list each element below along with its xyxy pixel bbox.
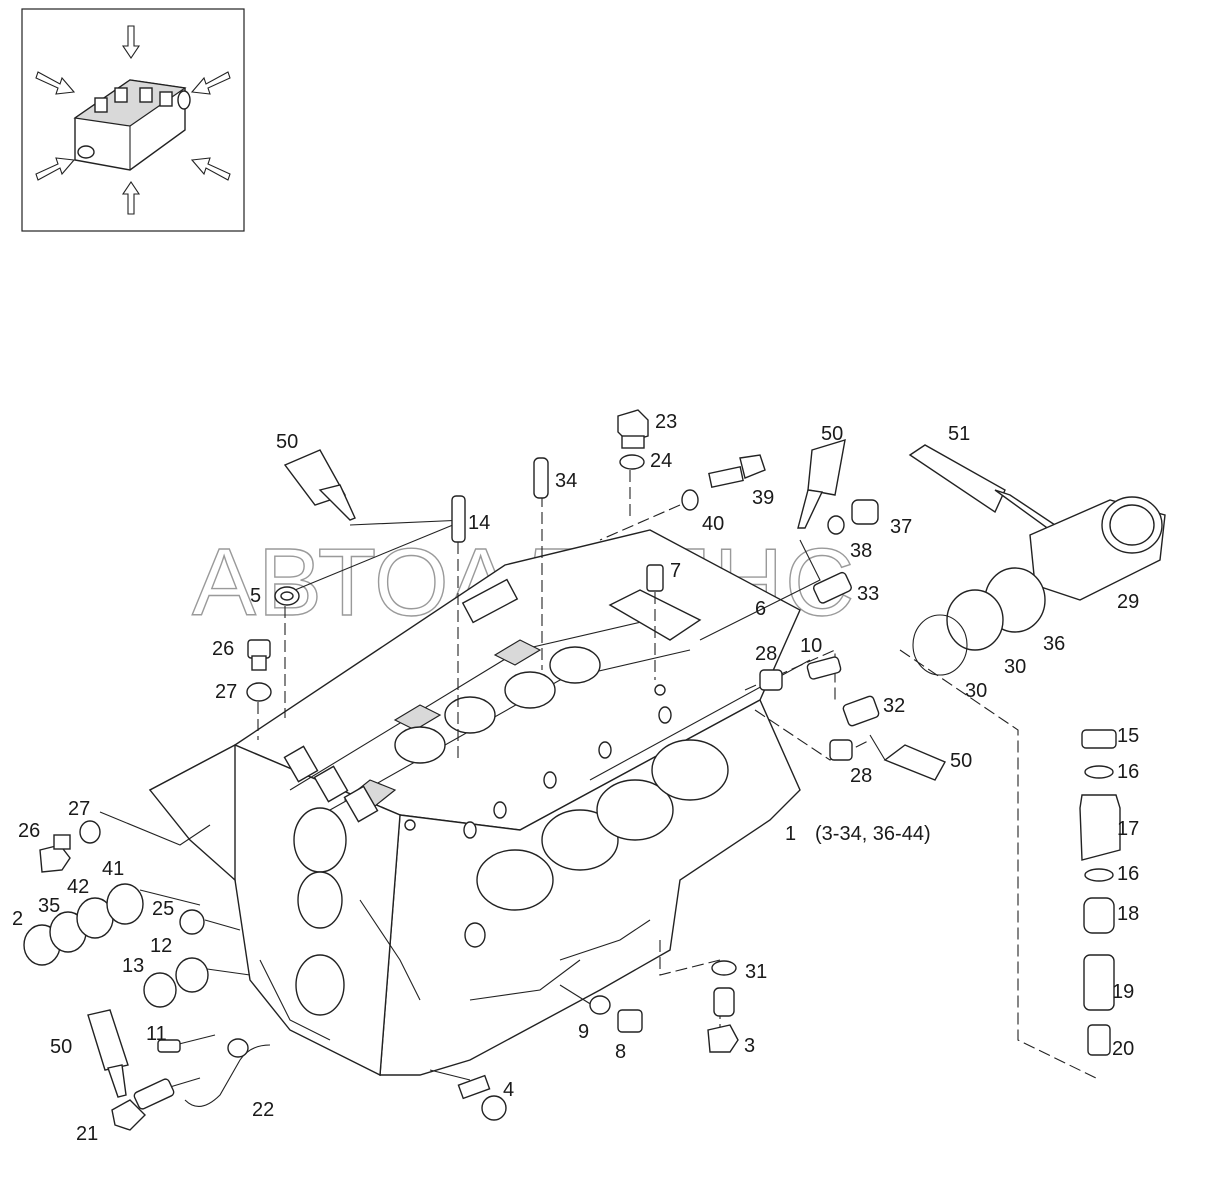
callout-31: 31 [745,961,767,983]
callout-50a: 50 [276,431,298,453]
callout-23: 23 [655,411,677,433]
callout-21: 21 [76,1123,98,1145]
callout-2: 2 [12,908,23,930]
callout-41: 41 [102,858,124,880]
callout-26a: 26 [212,638,234,660]
callout-3: 3 [744,1035,755,1057]
callout-14: 14 [468,512,490,534]
callout-33: 33 [857,583,879,605]
callout-11: 11 [146,1023,167,1045]
callout-20: 20 [1112,1038,1134,1060]
callout-15: 15 [1117,725,1139,747]
callout-42: 42 [67,876,89,898]
callout-9: 9 [578,1021,589,1043]
callout-38: 38 [850,540,872,562]
orientation-arrows-icon [35,25,231,215]
callout-1-range: (3-34, 36-44) [815,823,931,845]
callout-28b: 28 [850,765,872,787]
callout-35: 35 [38,895,60,917]
callout-28a: 28 [755,643,777,665]
callout-12: 12 [150,935,172,957]
callout-24: 24 [650,450,672,472]
orientation-inset [21,8,245,232]
callout-34: 34 [555,470,577,492]
callout-50c: 50 [950,750,972,772]
callout-32: 32 [883,695,905,717]
callout-16b: 16 [1117,863,1139,885]
callout-17: 17 [1117,818,1139,840]
callout-18: 18 [1117,903,1139,925]
callout-26b: 26 [18,820,40,842]
callout-19: 19 [1112,981,1134,1003]
engine-block-icon [148,529,801,1077]
callout-27a: 27 [215,681,237,703]
callout-37: 37 [890,516,912,538]
callout-22: 22 [252,1099,274,1121]
callout-50d: 50 [50,1036,72,1058]
callout-13: 13 [122,955,144,977]
sealant-tube-icon [283,449,356,521]
cylinder-liner-icon [1029,496,1166,601]
callout-51: 51 [948,423,970,445]
callout-50b: 50 [821,423,843,445]
callout-40: 40 [702,513,724,535]
callout-10: 10 [800,635,822,657]
callout-39: 39 [752,487,774,509]
callout-5: 5 [250,585,261,607]
callout-4: 4 [503,1079,514,1101]
callout-30a: 30 [1004,656,1026,678]
callout-1: 1 [785,823,796,845]
orientation-block-icon [73,79,191,171]
callout-labels: 1 (3-34, 36-44) 2 3 4 5 6 7 8 9 10 11 12… [12,411,1139,1145]
parts [23,409,1166,1131]
callout-6: 6 [755,598,766,620]
callout-36: 36 [1043,633,1065,655]
callout-16a: 16 [1117,761,1139,783]
callout-29: 29 [1117,591,1139,613]
callout-25: 25 [152,898,174,920]
callout-30b: 30 [965,680,987,702]
callout-7: 7 [670,560,681,582]
callout-27b: 27 [68,798,90,820]
callout-8: 8 [615,1041,626,1063]
